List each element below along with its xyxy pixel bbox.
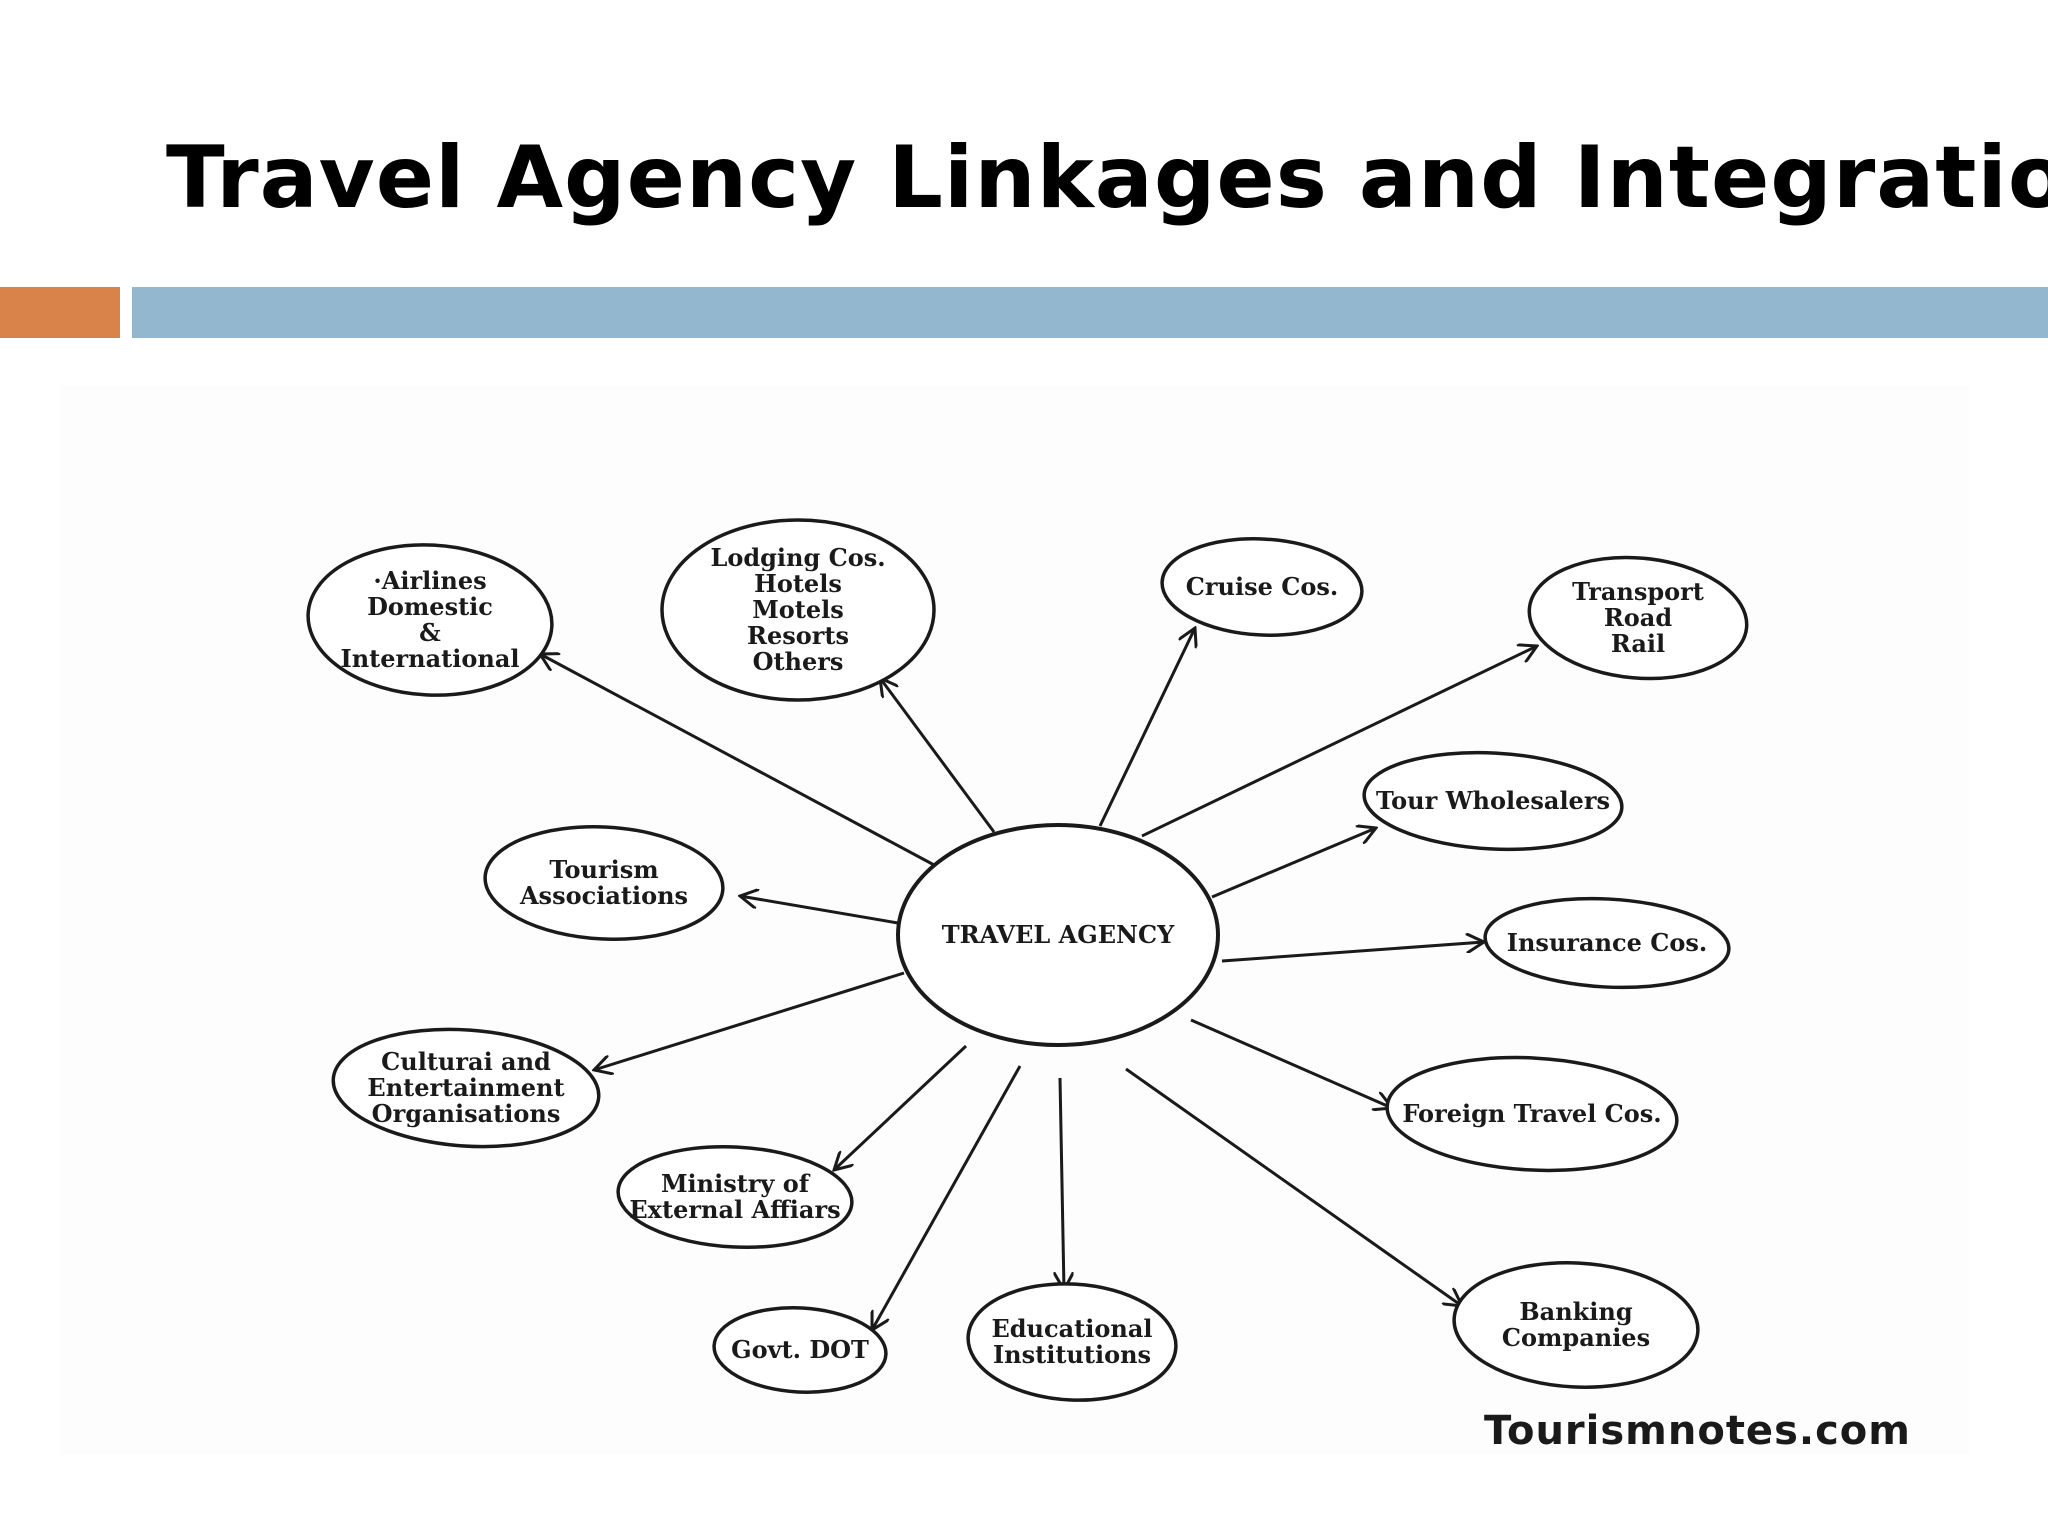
title-accent-bar-orange [0, 287, 120, 338]
node-label-line: Associations [519, 881, 688, 910]
node-label-line: Motels [752, 595, 844, 624]
arrow-to-cultural [594, 971, 905, 1070]
node-ellipse [1483, 896, 1731, 990]
arrow-to-cruise [1098, 628, 1195, 827]
node-label-line: Govt. DOT [731, 1335, 869, 1364]
node-tour-wholesalers: Tour Wholesalers [1362, 750, 1624, 852]
node-ellipse [331, 1027, 601, 1149]
node-label-line: TRAVEL AGENCY [942, 920, 1175, 949]
node-label-line: Entertainment [367, 1073, 564, 1102]
node-label-line: Ministry of [661, 1169, 811, 1198]
node-label-line: Tour Wholesalers [1376, 786, 1610, 815]
arrow-to-banking [1125, 1067, 1462, 1306]
node-label-line: International [340, 644, 519, 673]
node-label-line: Lodging Cos. [710, 543, 885, 572]
node-label-line: Culturai and [381, 1047, 551, 1076]
node-label-line: Insurance Cos. [1507, 928, 1708, 957]
node-travel-agency: TRAVEL AGENCY [896, 823, 1220, 1047]
node-label-line: Others [753, 647, 844, 676]
node-label-line: Companies [1502, 1323, 1650, 1352]
node-label-line: Tourism [549, 855, 658, 884]
node-govt-dot: Govt. DOT [712, 1306, 888, 1394]
arrow-to-airlines [540, 654, 937, 868]
node-ellipse [660, 518, 936, 702]
node-label-line: Cruise Cos. [1186, 572, 1338, 601]
node-label-line: Domestic [367, 592, 493, 621]
node-label-line: Hotels [754, 569, 842, 598]
node-ellipse [1452, 1261, 1700, 1389]
node-ellipse [712, 1306, 888, 1394]
node-ellipse [966, 1282, 1178, 1402]
arrow-to-insurance [1221, 942, 1484, 963]
title-accent-bar-blue [132, 287, 2048, 338]
node-ellipse [1160, 537, 1364, 637]
node-insurance: Insurance Cos. [1483, 896, 1731, 990]
arrow-to-ministry [834, 1044, 968, 1170]
node-label-line: Educational [991, 1314, 1152, 1343]
node-ellipse [1527, 555, 1749, 681]
node-label-line: Banking [1519, 1297, 1632, 1326]
node-label-line: ·Airlines [373, 566, 486, 595]
node-label-line: Foreign Travel Cos. [1402, 1099, 1661, 1128]
slide-title: Travel Agency Linkages and Integration [166, 128, 2048, 228]
arrow-to-lodging [880, 678, 996, 833]
arrow-to-foreign-travel [1190, 1018, 1392, 1108]
node-ellipse [1362, 750, 1624, 852]
arrow-to-tour-wholesalers [1211, 828, 1376, 899]
node-ellipse [306, 543, 554, 697]
node-ellipse [483, 824, 725, 942]
node-ellipse [616, 1144, 854, 1250]
node-ellipse [896, 823, 1220, 1047]
arrow-to-tourism-assoc [740, 896, 899, 925]
node-cruise: Cruise Cos. [1160, 537, 1364, 637]
node-label-line: Rail [1611, 629, 1665, 658]
node-label-line: & [419, 618, 441, 647]
arrow-to-transport [1141, 646, 1537, 838]
node-label-line: Road [1604, 603, 1673, 632]
node-label-line: Transport [1572, 577, 1704, 606]
source-watermark: Tourismnotes.com [1484, 1408, 1911, 1454]
arrow-to-educational [1060, 1077, 1064, 1290]
node-label-line: Organisations [372, 1099, 561, 1128]
node-label-line: External Affiars [629, 1195, 840, 1224]
node-label-line: Resorts [747, 621, 849, 650]
node-ellipse [1385, 1055, 1679, 1173]
arrow-to-govt-dot [872, 1065, 1022, 1330]
node-label-line: Institutions [993, 1340, 1151, 1369]
node-foreign-travel: Foreign Travel Cos. [1385, 1055, 1679, 1173]
